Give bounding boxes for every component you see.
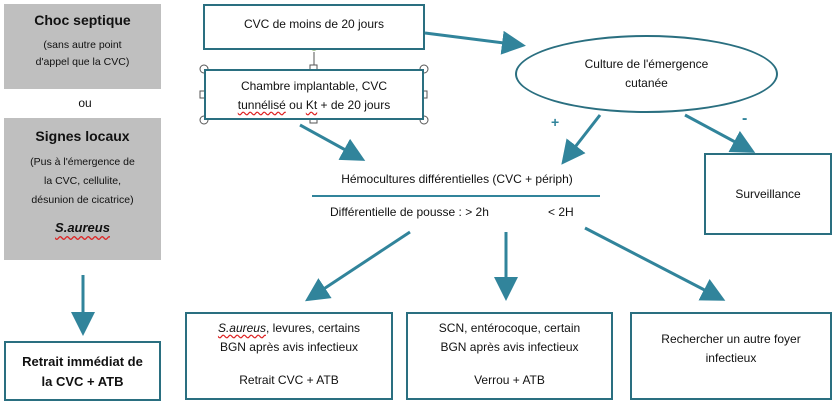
- retrait-immediat-box: Retrait immédiat de la CVC + ATB: [4, 341, 161, 401]
- retrait-line-2: la CVC + ATB: [41, 374, 124, 389]
- arrow-chambre-to-hemocultures: [299, 123, 366, 161]
- arrow-diff-to-box3: [584, 226, 726, 301]
- b3-line-2: infectieux: [705, 351, 757, 365]
- chambre-tunnelise: tunnélisé: [237, 98, 286, 112]
- b2-line-1: SCN, entérocoque, certain: [438, 321, 581, 335]
- cvc-recent-label: CVC de moins de 20 jours: [243, 17, 385, 31]
- chambre-kt: Kt: [305, 98, 318, 112]
- arrow-culture-minus-to-surveillance: [684, 113, 756, 153]
- culture-ellipse: Culture de l'émergence cutanée: [515, 35, 778, 113]
- minus-label: -: [742, 110, 748, 127]
- arrow-cvc-to-culture: [424, 30, 526, 55]
- b1-germ: S.aureus: [217, 321, 266, 335]
- choc-sub-2: d'appel que la CVC): [35, 56, 130, 68]
- differentielle-label: Différentielle de pousse : > 2h: [330, 205, 489, 219]
- arrow-culture-plus-to-hemocultures: [561, 114, 602, 165]
- lt2h-label: < 2H: [548, 205, 574, 219]
- b1-action: Retrait CVC + ATB: [239, 373, 339, 387]
- chambre-box[interactable]: Chambre implantable, CVC tunnélisé ou Kt…: [204, 69, 424, 120]
- chambre-ou: ou: [285, 98, 306, 112]
- arrow-diff-to-box1: [304, 230, 411, 302]
- signes-sub-1: (Pus à l'émergence de: [30, 156, 135, 168]
- cvc-recent-box: CVC de moins de 20 jours: [203, 4, 425, 50]
- retrait-cvc-box: S.aureus, levures, certains BGN après av…: [185, 312, 393, 400]
- hemocultures-label: Hémocultures différentielles (CVC + péri…: [341, 172, 573, 186]
- chambre-jours: + de 20 jours: [317, 98, 391, 112]
- surveillance-box: Surveillance: [704, 153, 832, 235]
- culture-line-2: cutanée: [625, 76, 668, 90]
- b1-line-2: BGN après avis infectieux: [219, 340, 359, 354]
- signes-locaux-box: Signes locaux (Pus à l'émergence de la C…: [4, 118, 161, 260]
- chambre-line-1: Chambre implantable, CVC: [240, 79, 388, 93]
- choc-title: Choc septique: [34, 12, 131, 28]
- verrou-box: SCN, entérocoque, certain BGN après avis…: [406, 312, 613, 400]
- choc-septique-box: Choc septique (sans autre point d'appel …: [4, 4, 161, 89]
- b3-line-1: Rechercher un autre foyer: [661, 332, 801, 346]
- b1-rest: , levures, certains: [265, 321, 361, 335]
- signes-germ: S.aureus: [55, 220, 110, 235]
- ou-label: ou: [78, 96, 92, 110]
- signes-sub-2: la CVC, cellulite,: [43, 175, 122, 187]
- plus-label: +: [551, 114, 560, 130]
- b2-line-2: BGN après avis infectieux: [440, 340, 579, 354]
- choc-sub-1: (sans autre point: [43, 39, 122, 51]
- retrait-line-1: Retrait immédiat de: [22, 354, 143, 369]
- signes-title: Signes locaux: [35, 128, 130, 144]
- signes-sub-3: désunion de cicatrice): [31, 194, 134, 206]
- surveillance-label: Surveillance: [735, 187, 801, 201]
- autre-foyer-box: Rechercher un autre foyer infectieux: [630, 312, 832, 400]
- culture-line-1: Culture de l'émergence: [584, 57, 709, 71]
- b2-action: Verrou + ATB: [474, 373, 545, 387]
